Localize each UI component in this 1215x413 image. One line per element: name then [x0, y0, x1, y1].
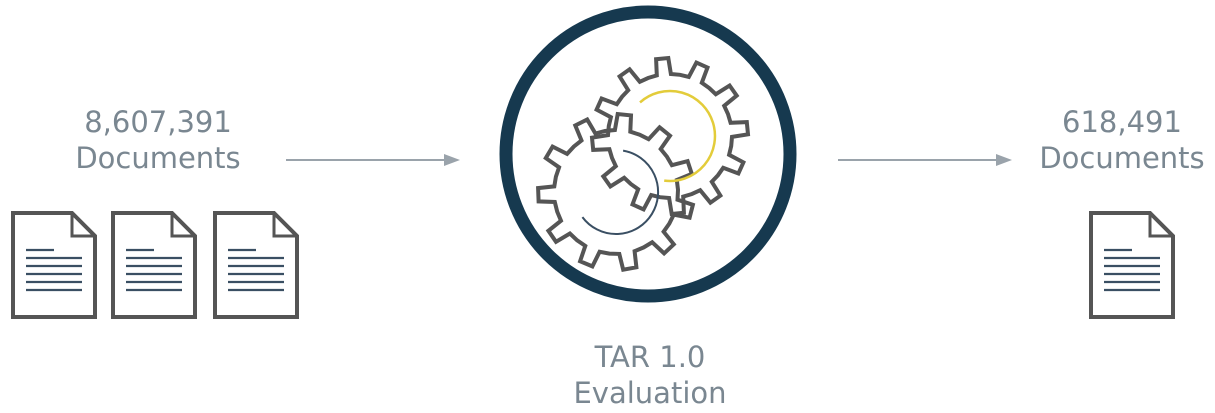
large-gear-outline	[589, 55, 751, 217]
gears-icon	[499, 5, 797, 303]
large-gear-accent-arc	[639, 89, 717, 183]
document-icon	[1089, 211, 1175, 319]
process-label: TAR 1.0 Evaluation	[540, 339, 760, 411]
input-count-unit: Documents	[75, 141, 241, 175]
document-icon	[111, 211, 197, 319]
output-arrow	[838, 154, 1012, 166]
small-gear-outline	[536, 111, 696, 273]
output-count-value: 618,491	[1062, 105, 1182, 139]
process-subtitle: Evaluation	[573, 376, 727, 410]
input-document-count: 8,607,391 Documents	[40, 104, 276, 176]
document-icon	[11, 211, 97, 319]
input-arrow	[286, 154, 460, 166]
process-name: TAR 1.0	[594, 340, 706, 374]
output-document-count: 618,491 Documents	[1024, 104, 1215, 176]
input-count-value: 8,607,391	[84, 105, 232, 139]
document-icon	[213, 211, 299, 319]
output-count-unit: Documents	[1039, 141, 1205, 175]
process-circle	[499, 5, 797, 303]
small-gear-accent-arc	[581, 149, 660, 235]
